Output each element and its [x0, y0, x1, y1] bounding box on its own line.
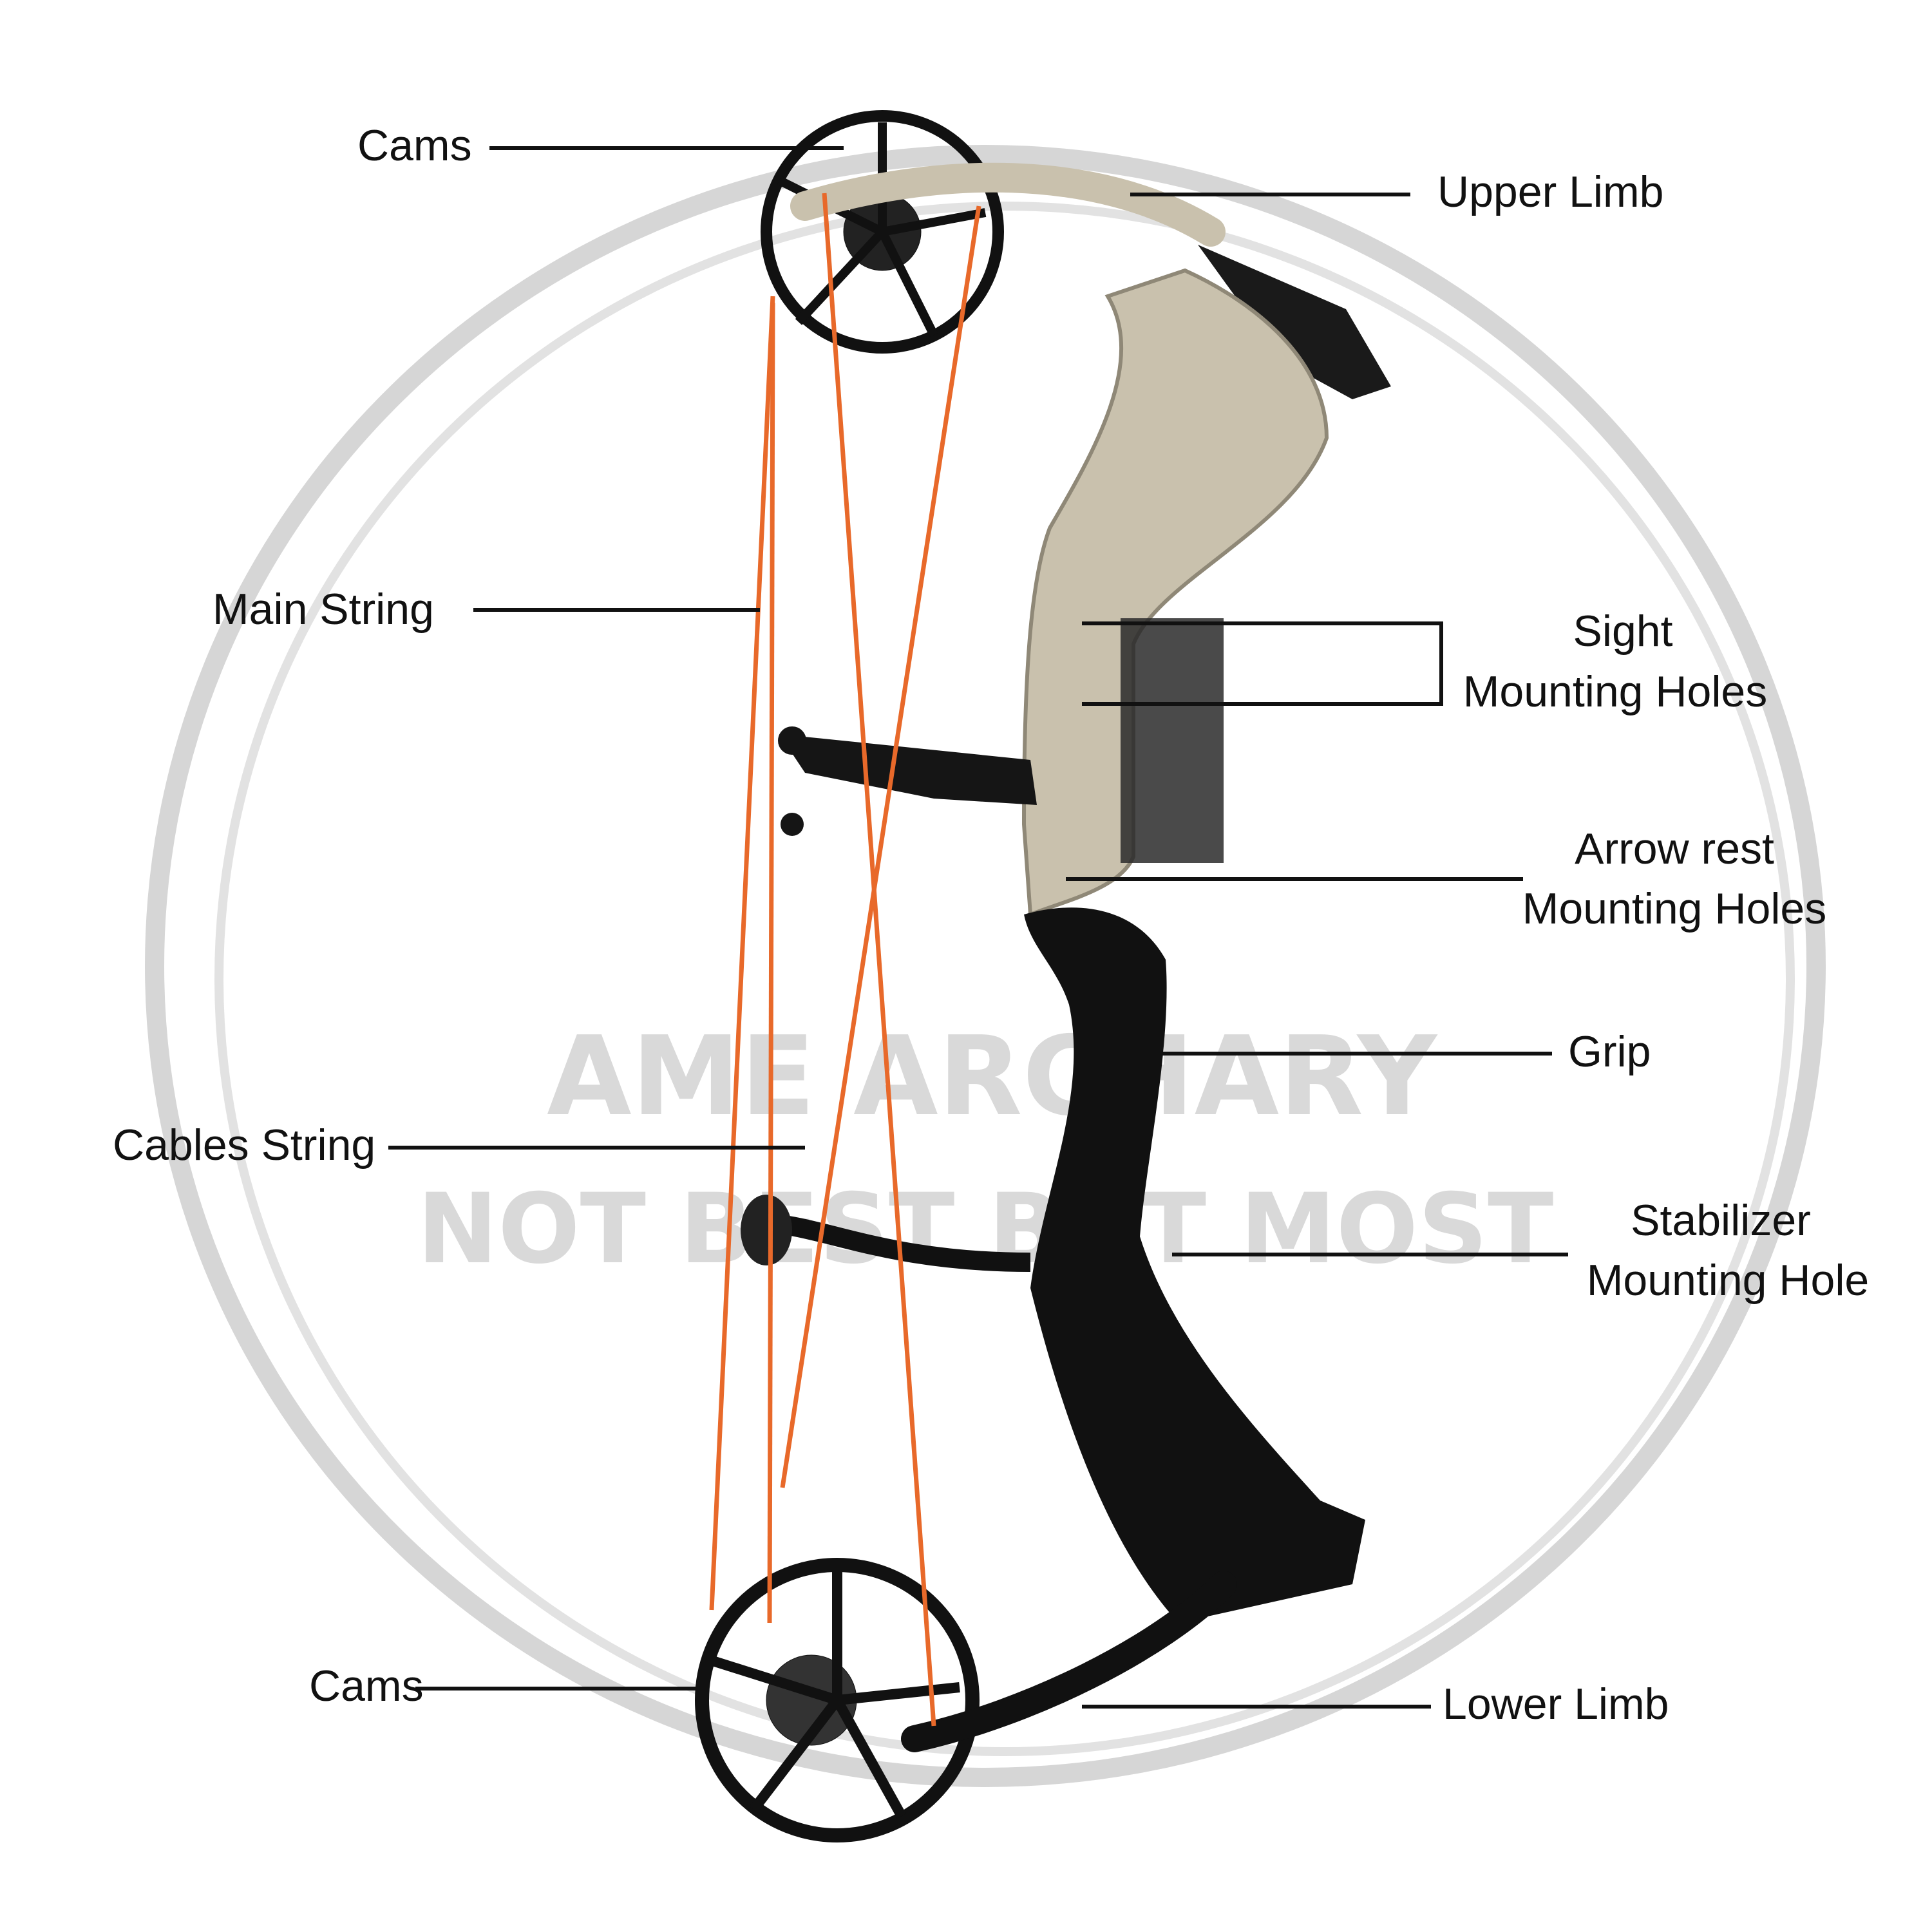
label-cams-bottom: Cams — [309, 1662, 424, 1710]
riser-lower — [1024, 907, 1365, 1623]
label-upper-limb: Upper Limb — [1437, 167, 1664, 216]
label-arrow-rest-line1: Arrow rest — [1575, 824, 1774, 873]
label-cams-top: Cams — [357, 121, 472, 170]
arrow-rest — [779, 734, 1037, 805]
label-main-string: Main String — [213, 585, 434, 634]
label-sight-line1: Sight — [1573, 607, 1673, 656]
lower-cam — [695, 1558, 980, 1842]
upper-limb-pocket — [1198, 245, 1391, 399]
riser-upper — [1021, 268, 1329, 918]
label-lower-limb: Lower Limb — [1443, 1680, 1669, 1728]
leader-lines — [388, 146, 1568, 1709]
label-stabilizer-line1: Stabilizer — [1631, 1196, 1811, 1245]
sight-plate — [1121, 618, 1224, 863]
label-grip: Grip — [1568, 1027, 1651, 1076]
strings — [709, 193, 981, 1727]
label-stabilizer-line2: Mounting Hole — [1586, 1256, 1870, 1305]
upper-cam — [761, 110, 1004, 354]
lower-limb — [901, 1571, 1237, 1752]
label-sight-line2: Mounting Holes — [1463, 667, 1768, 716]
label-arrow-rest-line2: Mounting Holes — [1522, 884, 1827, 933]
label-cables-string: Cables String — [113, 1121, 376, 1170]
watermark-circle — [145, 145, 1826, 1787]
watermark-line1: AME ARCHARY — [547, 1013, 1438, 1141]
upper-limb — [790, 162, 1226, 247]
